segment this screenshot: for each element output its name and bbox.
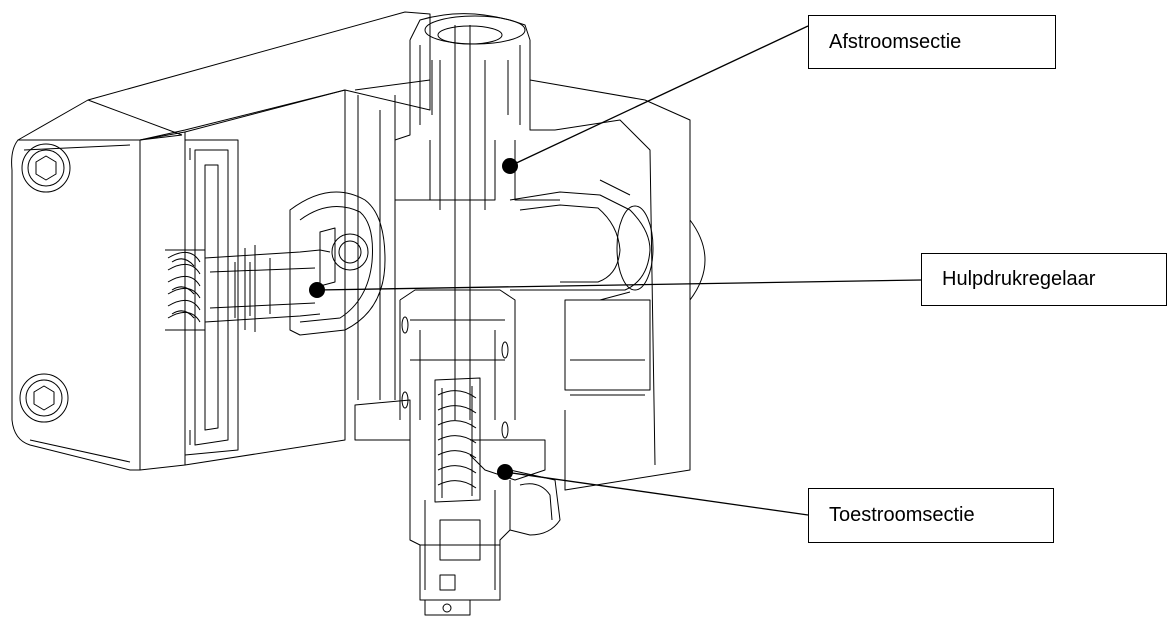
main-spring (434, 377, 481, 503)
leader-dots (309, 158, 518, 480)
leader-lines (316, 25, 922, 516)
label-hulpdrukregelaar: Hulpdrukregelaar (921, 253, 1167, 306)
label-hulpdrukregelaar-text: Hulpdrukregelaar (942, 268, 1096, 290)
pilot-spring-left (165, 249, 206, 331)
label-afstroomsectie-text: Afstroomsectie (829, 30, 962, 53)
right-port (509, 179, 654, 301)
dot-toestroomsectie (497, 464, 513, 480)
central-section (354, 13, 706, 616)
leader-afstroomsectie (509, 25, 809, 167)
bolt-bottom-icon (19, 373, 69, 423)
label-afstroomsectie: Afstroomsectie (808, 15, 1056, 69)
dot-afstroomsectie (502, 158, 518, 174)
label-toestroomsectie-text: Toestroomsectie (829, 504, 975, 526)
left-housing (11, 11, 431, 471)
leader-hulpdrukregelaar (316, 279, 922, 291)
bolt-top-icon (21, 143, 71, 193)
label-toestroomsectie: Toestroomsectie (808, 488, 1054, 543)
leader-toestroomsectie (504, 471, 809, 516)
dot-hulpdrukregelaar (309, 282, 325, 298)
